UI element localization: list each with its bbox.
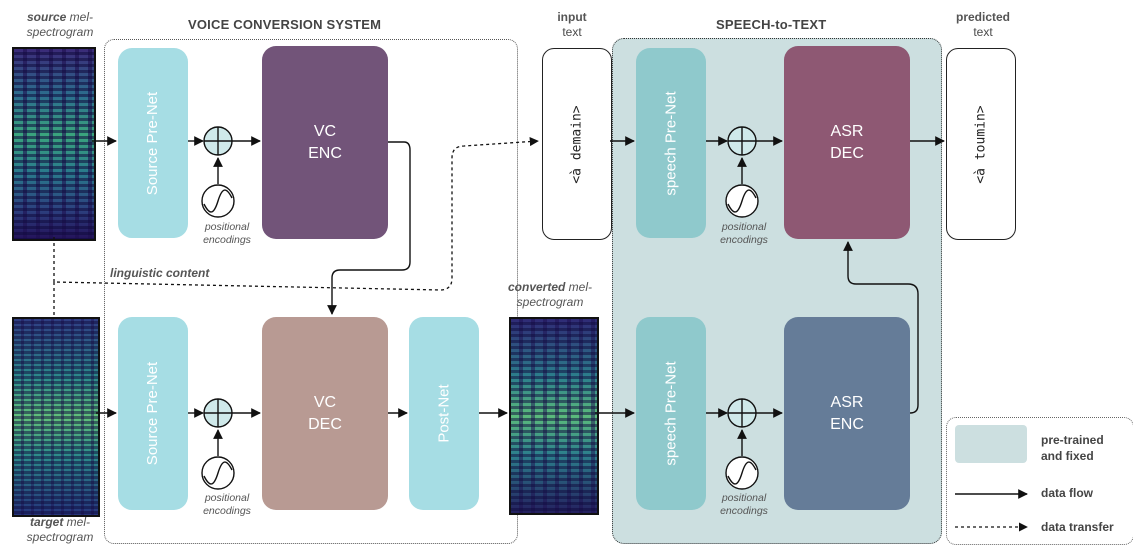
vc-decoder: VC DEC <box>262 317 388 510</box>
stt-title: SPEECH-to-TEXT <box>716 17 827 32</box>
target-caption: target mel- spectrogram <box>26 515 94 544</box>
vc-system-title: VOICE CONVERSION SYSTEM <box>188 17 382 32</box>
source-mel-spectrogram <box>12 47 96 241</box>
linguistic-content-label: linguistic content <box>110 266 210 280</box>
input-text-box: <à demain> <box>542 48 612 240</box>
source-caption: source mel- spectrogram <box>26 10 94 39</box>
legend-pretrained-swatch <box>955 425 1027 463</box>
predicted-text-box: <à toumin> <box>946 48 1016 240</box>
positional-encodings-label-1: positional encodings <box>203 221 251 246</box>
positional-encodings-label-2: positional encodings <box>203 492 251 517</box>
converted-caption: converted mel- spectrogram <box>507 280 593 309</box>
positional-encodings-label-3: positional encodings <box>720 221 768 246</box>
source-prenet-bottom: Source Pre-Net <box>118 317 188 510</box>
target-mel-spectrogram <box>12 317 100 517</box>
source-prenet-top: Source Pre-Net <box>118 48 188 238</box>
post-net: Post-Net <box>409 317 479 510</box>
speech-prenet-bottom: speech Pre-Net <box>636 317 706 510</box>
vc-encoder: VC ENC <box>262 46 388 239</box>
vc-system-panel <box>104 39 518 544</box>
asr-encoder: ASR ENC <box>784 317 910 510</box>
positional-encodings-label-4: positional encodings <box>720 492 768 517</box>
legend-data-flow-label: data flow <box>1041 486 1094 500</box>
asr-decoder: ASR DEC <box>784 46 910 239</box>
legend-pretrained-label: pre-trained and fixed <box>1041 433 1104 463</box>
legend-data-transfer-label: data transfer <box>1041 520 1114 534</box>
converted-mel-spectrogram <box>509 317 599 515</box>
speech-prenet-top: speech Pre-Net <box>636 48 706 238</box>
